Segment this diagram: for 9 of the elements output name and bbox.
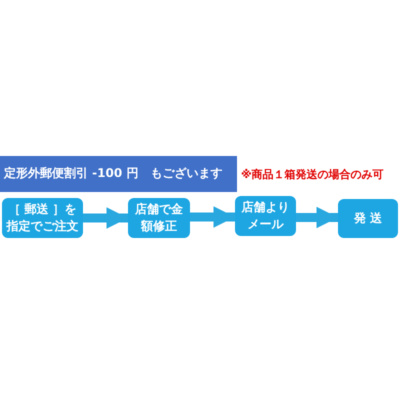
arrow bbox=[83, 207, 128, 229]
note-text: ※商品１箱発送の場合のみ可 bbox=[241, 167, 384, 182]
process-box: 店舗で金額修正 bbox=[128, 198, 190, 238]
process-box: 店舗よりメール bbox=[235, 196, 296, 236]
arrow bbox=[190, 206, 235, 228]
banner-box: 定形外郵便割引 -100 円 もございます bbox=[0, 156, 237, 192]
process-box: 発 送 bbox=[338, 199, 398, 238]
process-box: ［ 郵送 ］を指定でご注文 bbox=[2, 198, 83, 238]
arrow bbox=[296, 206, 338, 228]
